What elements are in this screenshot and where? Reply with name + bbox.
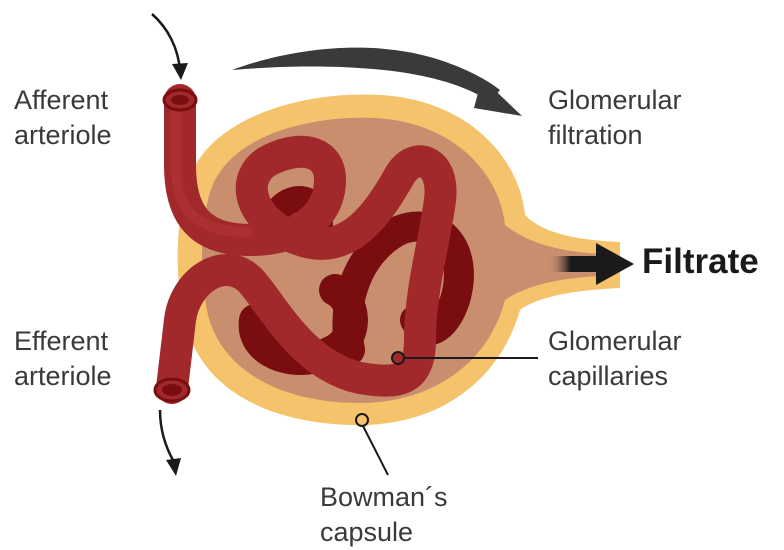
efferent-line-2: arteriole	[14, 359, 112, 394]
filtration-line-2: filtration	[548, 118, 682, 153]
efferent-line-1: Efferent	[14, 324, 112, 359]
efferent-arteriole-label: Efferent arteriole	[14, 324, 112, 394]
glomerular-capillaries-label: Glomerular capillaries	[548, 324, 682, 394]
bowmans-capsule-label: Bowman´s capsule	[320, 480, 448, 550]
flow-arrow-icon	[152, 14, 188, 80]
capillaries-line-2: capillaries	[548, 359, 682, 394]
bowmans-line-1: Bowman´s	[320, 480, 448, 515]
glomerular-filtration-label: Glomerular filtration	[548, 83, 682, 153]
bowmans-line-2: capsule	[320, 515, 448, 550]
afferent-line-1: Afferent	[14, 83, 112, 118]
flow-arrow-icon	[160, 410, 181, 476]
afferent-line-2: arteriole	[14, 118, 112, 153]
afferent-lumen	[171, 95, 189, 105]
efferent-lumen	[162, 384, 182, 396]
capillaries-line-1: Glomerular	[548, 324, 682, 359]
filtrate-label: Filtrate	[642, 242, 759, 282]
filtration-line-1: Glomerular	[548, 83, 682, 118]
afferent-arteriole-label: Afferent arteriole	[14, 83, 112, 153]
